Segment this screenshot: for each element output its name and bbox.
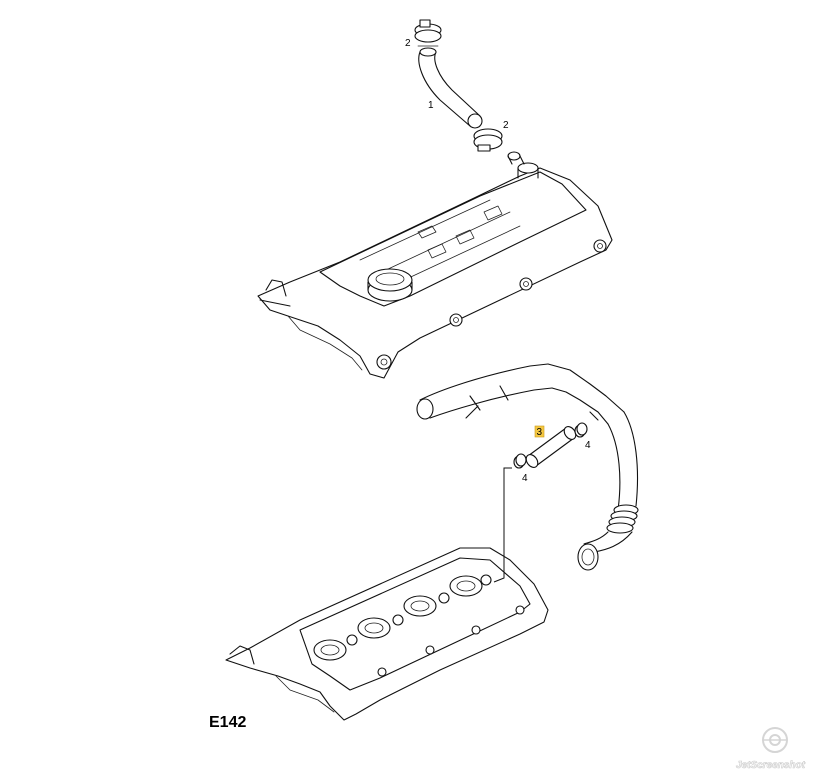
callout-clamp-right: 4 xyxy=(585,440,591,451)
cylinder-head-lower xyxy=(225,547,549,721)
watermark-logo: JetScreenshot xyxy=(736,727,806,771)
breather-spigot xyxy=(507,151,539,179)
spark-plug-wells xyxy=(313,575,483,661)
callout-clamp-top: 2 xyxy=(405,38,411,49)
callout-clamp-left: 4 xyxy=(522,473,528,484)
hose-clamp-top xyxy=(414,19,442,43)
callout-hose-small[interactable]: 3 xyxy=(534,425,545,438)
callout-clamp-bottom: 2 xyxy=(503,120,509,131)
breather-hose-upper xyxy=(414,19,503,152)
leader-line xyxy=(493,467,512,583)
svg-text:3: 3 xyxy=(537,427,543,438)
crankcase-vent-pipe xyxy=(416,363,639,571)
callout-hose-upper: 1 xyxy=(428,100,434,111)
corrugated-section xyxy=(606,504,639,534)
hose-clamp-bottom xyxy=(473,128,503,152)
highlight-marker xyxy=(534,425,545,438)
hose-clamp-right xyxy=(574,422,588,438)
small-hose xyxy=(525,426,577,468)
watermark-text: JetScreenshot xyxy=(736,760,806,771)
oil-filler-cap xyxy=(367,268,413,302)
hose-clamp-left xyxy=(513,453,527,469)
cylinder-head-cover xyxy=(257,151,613,379)
figure-code: E142 xyxy=(209,714,246,731)
